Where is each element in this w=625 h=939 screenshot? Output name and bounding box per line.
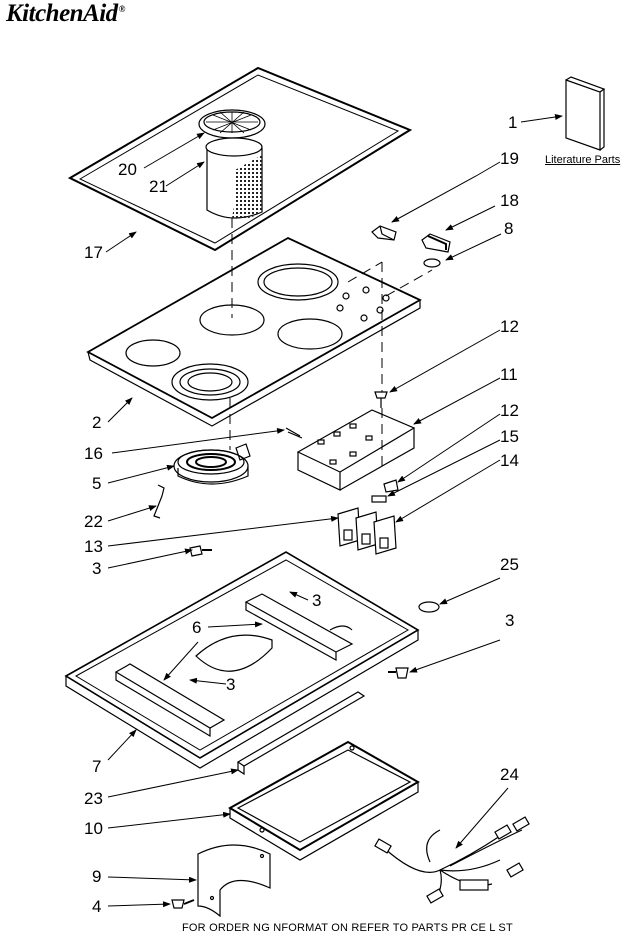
control-bracket [296, 409, 416, 491]
gasket-frame [67, 66, 413, 252]
callout-1: 1 [508, 113, 518, 132]
screw-4 [171, 899, 195, 909]
screw-12b [383, 479, 399, 493]
callout-17: 17 [84, 243, 103, 262]
callout-15: 15 [500, 427, 519, 446]
callout-12-upper: 12 [500, 317, 519, 336]
callout-25: 25 [500, 555, 519, 574]
kitchenaid-logo: KitchenAid® [6, 0, 125, 28]
callout-3-lower: 3 [226, 675, 236, 694]
screw-12a [374, 391, 388, 408]
callout-20: 20 [118, 160, 137, 179]
callout-3-right: 3 [505, 611, 515, 630]
grille-and-filter [198, 109, 266, 220]
trademark-symbol: ® [118, 3, 126, 14]
callout-5: 5 [92, 474, 102, 493]
screw-3a [189, 545, 212, 557]
mounting-brackets [114, 593, 354, 738]
callout-12-lower: 12 [500, 401, 519, 420]
callout-22: 22 [84, 512, 103, 531]
literature-parts-link[interactable]: Literature Parts [545, 154, 621, 166]
infinite-switches [337, 507, 397, 555]
callout-23: 23 [84, 789, 103, 808]
callout-3-left: 3 [92, 559, 102, 578]
clip-22 [153, 484, 165, 519]
screw-3d [388, 667, 409, 679]
knob-18 [421, 233, 451, 253]
callout-6: 6 [192, 618, 202, 637]
knob-bezel [423, 258, 441, 268]
callout-leaders [105, 114, 563, 908]
callout-14: 14 [500, 451, 519, 470]
trim-frame [228, 740, 421, 861]
part-16 [285, 427, 303, 439]
callout-8: 8 [504, 219, 514, 238]
washer-25 [418, 601, 440, 613]
burner-box [64, 551, 420, 769]
wire-harness [374, 816, 530, 904]
knob-19 [371, 225, 397, 241]
callout-3-center: 3 [312, 591, 322, 610]
callout-10: 10 [84, 819, 103, 838]
callout-19: 19 [500, 149, 519, 168]
ordering-info-footer: FOR ORDER NG NFORMAT ON REFER TO PARTS P… [182, 922, 513, 934]
callout-18: 18 [500, 191, 519, 210]
brand-name: KitchenAid [6, 0, 118, 27]
cooktop-glass [86, 236, 422, 427]
part-15 [371, 495, 387, 503]
callout-13: 13 [84, 537, 103, 556]
assembly-lines [229, 218, 433, 470]
shield-9 [197, 844, 271, 918]
surface-element [173, 443, 251, 485]
callout-11: 11 [500, 365, 518, 384]
callout-21: 21 [149, 177, 168, 196]
side-rail [236, 691, 366, 776]
callout-7: 7 [92, 757, 102, 776]
callout-9: 9 [92, 867, 102, 886]
literature-book [565, 76, 606, 151]
callout-16: 16 [84, 444, 103, 463]
callout-4: 4 [92, 897, 102, 916]
callout-2: 2 [92, 413, 102, 432]
callout-24: 24 [500, 765, 519, 784]
